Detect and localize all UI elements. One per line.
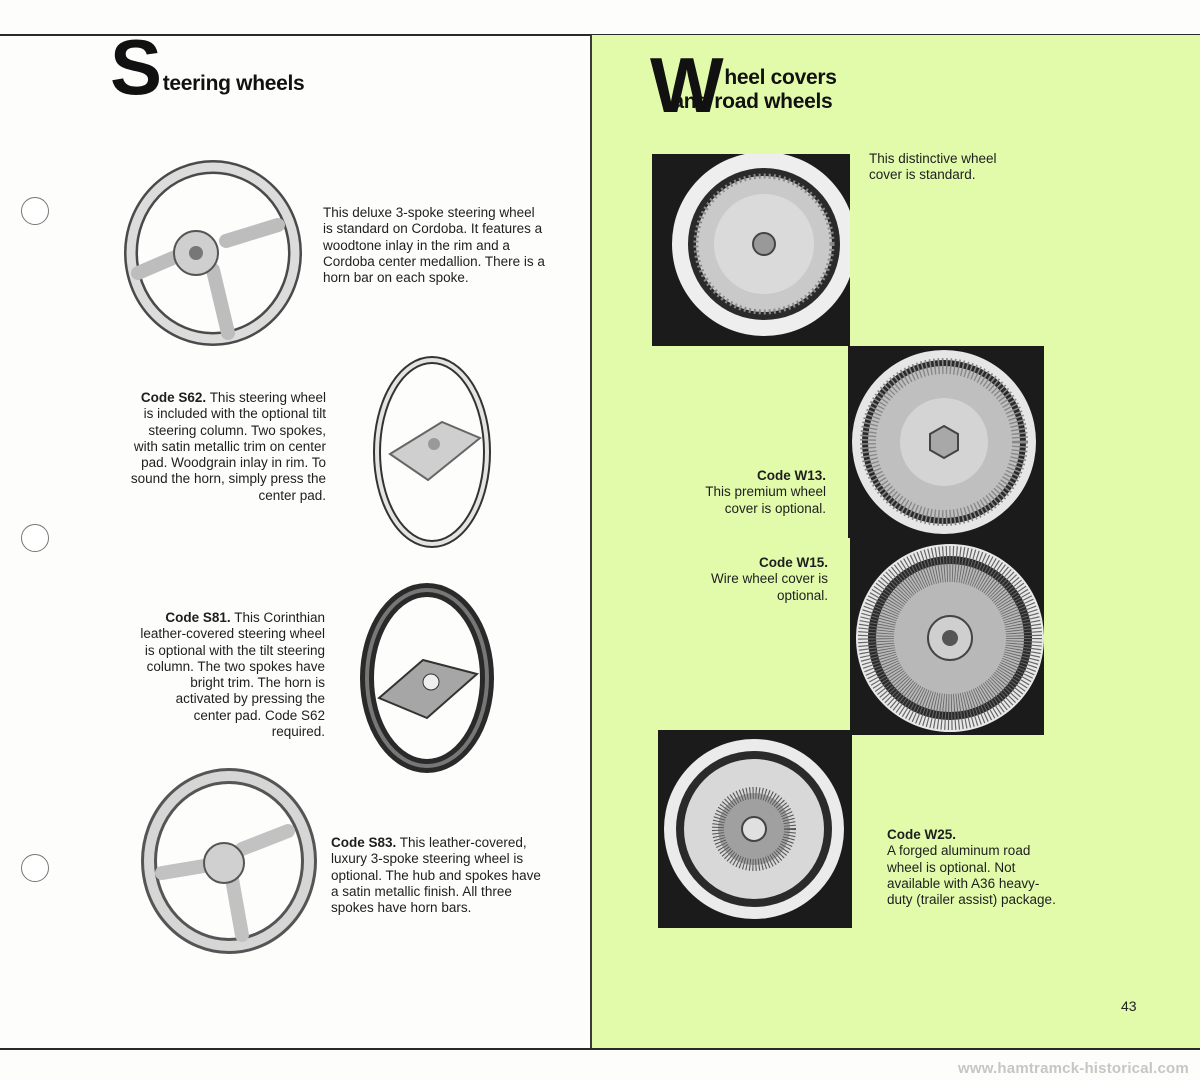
- caption-text: This Corinthian leather-covered steering…: [140, 610, 325, 740]
- wheel-covers-heading: W heel covers and road wheels: [650, 36, 837, 129]
- bottom-rule: [0, 1048, 1200, 1050]
- heading-rest: teering wheels: [162, 72, 305, 96]
- caption-w13: Code W13. This premium wheel cover is op…: [690, 468, 826, 517]
- steering-wheel-s83-image: [138, 765, 320, 957]
- binder-hole: [21, 197, 49, 225]
- caption-text: Wire wheel cover is optional.: [710, 571, 828, 603]
- heading-initial: W: [650, 40, 724, 129]
- watermark: www.hamtramck-historical.com: [958, 1060, 1189, 1077]
- heading-initial: S: [110, 23, 162, 111]
- page-number: 43: [1121, 998, 1137, 1014]
- caption-code: Code W15.: [758, 555, 828, 570]
- caption-w25: Code W25. A forged aluminum road wheel i…: [887, 827, 1057, 908]
- caption-code: Code S62.: [140, 390, 207, 405]
- caption-text: This premium wheel cover is optional.: [705, 484, 826, 516]
- standard-wheel-cover-photo: [652, 154, 850, 346]
- steering-wheels-heading: S teering wheels: [110, 23, 305, 111]
- caption-text: This leather-covered, luxury 3-spoke ste…: [331, 835, 541, 916]
- w13-wheel-cover-photo: [848, 346, 1044, 538]
- heading-line-2: and road wheels: [672, 90, 833, 113]
- steering-wheel-s62-image: [368, 352, 496, 552]
- caption-text: This deluxe 3-spoke steering wheel is st…: [323, 205, 545, 286]
- caption-code: Code S81.: [165, 610, 231, 625]
- binder-hole: [21, 854, 49, 882]
- binder-hole: [21, 524, 49, 552]
- caption-code: Code W13.: [756, 468, 826, 483]
- caption-s83: Code S83. This leather-covered, luxury 3…: [331, 835, 549, 916]
- heading-line-1: heel covers: [724, 66, 837, 89]
- w15-wire-wheel-photo: [850, 538, 1044, 735]
- caption-standard-cover: This distinctive wheel cover is standard…: [869, 151, 1029, 184]
- caption-code: Code W25.: [887, 827, 957, 842]
- caption-code: Code S83.: [331, 835, 397, 850]
- caption-s62: Code S62. This steering wheel is include…: [128, 390, 326, 504]
- caption-deluxe: This deluxe 3-spoke steering wheel is st…: [323, 205, 548, 286]
- w25-aluminum-road-wheel-photo: [658, 730, 852, 928]
- caption-text: This distinctive wheel cover is standard…: [869, 151, 997, 183]
- caption-text: A forged aluminum road wheel is optional…: [887, 843, 1056, 908]
- caption-w15: Code W15. Wire wheel cover is optional.: [694, 555, 828, 604]
- caption-text: This steering wheel is included with the…: [130, 390, 326, 503]
- steering-wheel-deluxe-image: [118, 155, 308, 350]
- steering-wheel-s81-image: [357, 578, 495, 778]
- caption-s81: Code S81. This Corinthian leather-covere…: [140, 610, 325, 740]
